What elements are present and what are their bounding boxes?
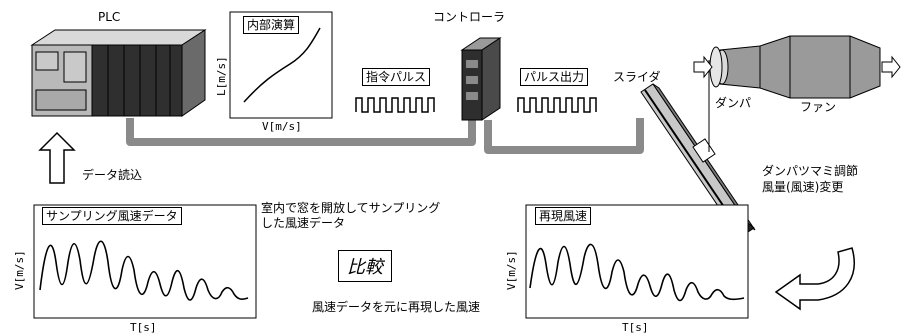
reproduced-note: 風速データを元に再現した風速 [312,300,481,314]
data-read-label: データ読込 [82,168,143,182]
plc-label: PLC [98,10,121,24]
fan-duct [693,35,901,99]
controller-label: コントローラ [433,10,506,24]
output-pulse-train [517,97,597,113]
sampling-graph-title: サンプリング風速データ [42,207,182,225]
calc-y-axis-label: L[m/s] [215,56,228,96]
sampling-note-line1: 室内で窓を開放してサンプリング [261,201,441,215]
damper-label: ダンパ [715,96,752,110]
damper-adjust-line2: 風量(風速)変更 [762,180,844,194]
command-pulse-label: 指令パルス [362,68,431,86]
command-pulse-train [355,97,435,113]
sampling-y-axis-label: V[m/s] [13,250,26,290]
pulse-output-label: パルス出力 [520,68,589,86]
data-read-arrow [38,131,76,184]
adjust-arrow [774,247,855,311]
controller-unit [460,37,502,121]
internal-calc-label: 内部演算 [243,16,300,34]
slider-rail [640,83,756,237]
controller-slider-cable [484,118,644,154]
slider-label: スライダ [613,70,661,84]
reproduced-x-axis-label: T[s] [622,321,649,334]
plc-controller-cable [126,118,476,146]
reproduced-graph-title: 再現風速 [535,207,592,225]
fan-label: ファン [800,100,837,114]
reproduced-y-axis-label: V[m/s] [505,250,518,290]
compare-label: 比較 [338,250,392,282]
plc-unit [30,29,207,117]
sampling-x-axis-label: T[s] [130,321,157,334]
calc-x-axis-label: V[m/s] [262,120,302,133]
sampling-note-line2: した風速データ [261,216,346,230]
damper-adjust-line1: ダンパツマミ調節 [762,164,859,178]
reproduced-graph [525,204,749,319]
